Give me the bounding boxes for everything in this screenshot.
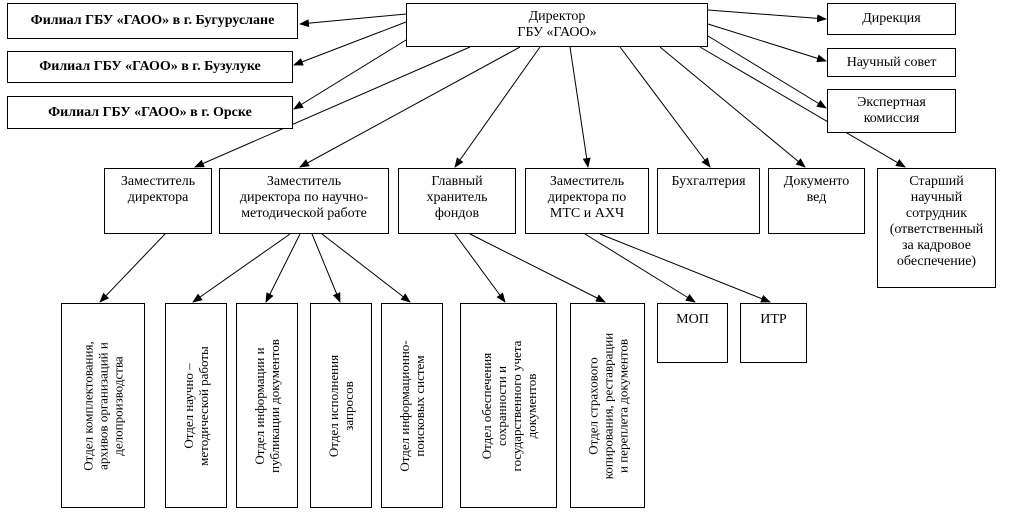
- department-acquisition-label: Отдел комплектования, архивов организаци…: [80, 340, 126, 471]
- connector-arrow: [454, 233, 506, 303]
- connector-arrow: [192, 233, 291, 303]
- branch-orsk-box: Филиал ГБУ «ГАОО» в г. Орске: [7, 96, 293, 129]
- department-requests-box: Отдел исполнения запросов: [310, 303, 372, 508]
- connector-arrow: [194, 46, 471, 168]
- connector-arrow: [293, 21, 407, 66]
- connector-arrow: [265, 233, 301, 303]
- branch-buguruslan-box: Филиал ГБУ «ГАОО» в г. Бугуруслане: [7, 3, 298, 39]
- department-information-systems-label: Отдел информационно- поисковых систем: [397, 339, 427, 472]
- connector-arrow: [299, 46, 521, 168]
- branch-buzuluk-box: Филиал ГБУ «ГАОО» в г. Бузулуке: [7, 51, 293, 83]
- connector-arrow: [619, 46, 711, 168]
- connector-arrow: [707, 9, 827, 23]
- connector-arrow: [699, 46, 906, 168]
- connector-arrow: [707, 23, 827, 63]
- connector-arrow: [469, 233, 606, 303]
- department-preservation-label: Отдел обеспечения сохранности и государс…: [478, 340, 539, 471]
- connector-arrow: [584, 233, 696, 303]
- department-requests-label: Отдел исполнения запросов: [326, 354, 356, 457]
- department-methodology-box: Отдел научно – методической работы: [165, 303, 227, 508]
- connector-arrow: [311, 233, 341, 303]
- connector-arrow: [293, 39, 407, 110]
- department-preservation-box: Отдел обеспечения сохранности и государс…: [460, 303, 557, 508]
- connector-arrow: [659, 46, 806, 168]
- connector-arrow: [99, 233, 166, 303]
- department-information-systems-box: Отдел информационно- поисковых систем: [381, 303, 443, 508]
- scientific-council-box: Научный совет: [827, 48, 956, 77]
- expert-commission-box: Экспертная комиссия: [827, 89, 956, 133]
- department-publication-label: Отдел информации и публикации документов: [252, 338, 282, 473]
- deputy-director-mts-box: Заместитель директора по МТС и АХЧ: [525, 168, 649, 234]
- department-restoration-label: Отдел страхового копирования, реставраци…: [585, 332, 630, 479]
- department-publication-box: Отдел информации и публикации документов: [236, 303, 298, 508]
- connector-arrow: [454, 46, 541, 168]
- department-acquisition-box: Отдел комплектования, архивов организаци…: [61, 303, 145, 508]
- itr-box: ИТР: [740, 303, 807, 363]
- deputy-director-box: Заместитель директора: [104, 168, 212, 234]
- department-restoration-box: Отдел страхового копирования, реставраци…: [570, 303, 645, 508]
- chief-custodian-box: Главный хранитель фондов: [398, 168, 516, 234]
- connector-arrow: [321, 233, 411, 303]
- mop-box: МОП: [657, 303, 728, 363]
- accounting-box: Бухгалтерия: [657, 168, 760, 234]
- connector-arrow: [569, 46, 591, 168]
- deputy-director-scientific-box: Заместитель директора по научно- методич…: [219, 168, 389, 234]
- department-methodology-label: Отдел научно – методической работы: [181, 345, 211, 466]
- connector-arrow: [299, 13, 407, 28]
- records-manager-box: Документо вед: [768, 168, 865, 234]
- directorate-box: Дирекция: [827, 3, 956, 35]
- senior-researcher-box: Старший научный сотрудник (ответственный…: [877, 168, 996, 288]
- connector-arrow: [707, 35, 827, 109]
- connector-arrow: [599, 233, 771, 303]
- director-box: Директор ГБУ «ГАОО»: [406, 3, 708, 47]
